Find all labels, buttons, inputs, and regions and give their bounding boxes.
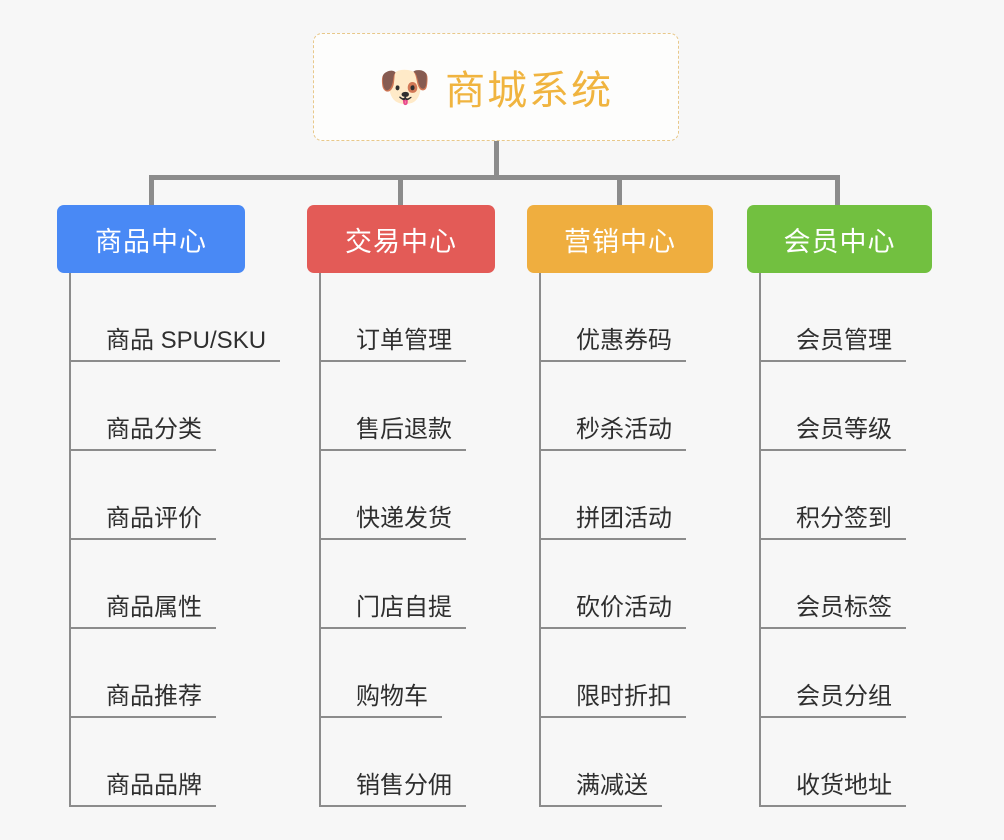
leaf-item[interactable]: 销售分佣 bbox=[319, 718, 466, 807]
branch-header-label: 会员中心 bbox=[783, 226, 896, 257]
branch-header-3[interactable]: 营销中心 bbox=[527, 205, 713, 273]
leaf-item-label: 商品属性 bbox=[71, 594, 216, 629]
leaf-item-label: 售后退款 bbox=[321, 416, 466, 451]
connector-root-stem bbox=[494, 141, 499, 178]
root-title: 商城系统 bbox=[445, 69, 614, 113]
leaf-list-3: 优惠券码 秒杀活动 拼团活动 砍价活动 限时折扣 满减送 bbox=[539, 273, 686, 807]
leaf-item[interactable]: 秒杀活动 bbox=[539, 362, 686, 451]
leaf-list-4: 会员管理 会员等级 积分签到 会员标签 会员分组 收货地址 bbox=[759, 273, 906, 807]
leaf-item[interactable]: 会员管理 bbox=[759, 273, 906, 362]
leaf-item[interactable]: 售后退款 bbox=[319, 362, 466, 451]
leaf-item[interactable]: 限时折扣 bbox=[539, 629, 686, 718]
leaf-item-label: 优惠券码 bbox=[541, 327, 686, 362]
branch-header-2[interactable]: 交易中心 bbox=[307, 205, 495, 273]
leaf-item[interactable]: 会员分组 bbox=[759, 629, 906, 718]
leaf-item-label: 积分签到 bbox=[761, 505, 906, 540]
leaf-item[interactable]: 会员等级 bbox=[759, 362, 906, 451]
leaf-item[interactable]: 订单管理 bbox=[319, 273, 466, 362]
branch-header-label: 营销中心 bbox=[564, 226, 676, 257]
leaf-item[interactable]: 购物车 bbox=[319, 629, 466, 718]
leaf-item[interactable]: 商品分类 bbox=[69, 362, 280, 451]
connector-drop-2 bbox=[398, 175, 403, 205]
leaf-item[interactable]: 商品推荐 bbox=[69, 629, 280, 718]
connector-drop-3 bbox=[617, 175, 622, 205]
leaf-item-label: 购物车 bbox=[321, 683, 442, 718]
leaf-item-label: 限时折扣 bbox=[541, 683, 686, 718]
leaf-item-label: 商品品牌 bbox=[71, 772, 216, 807]
leaf-item[interactable]: 商品评价 bbox=[69, 451, 280, 540]
leaf-item-label: 快递发货 bbox=[321, 505, 466, 540]
leaf-item[interactable]: 会员标签 bbox=[759, 540, 906, 629]
leaf-item[interactable]: 优惠券码 bbox=[539, 273, 686, 362]
leaf-list-1: 商品 SPU/SKU 商品分类 商品评价 商品属性 商品推荐 商品品牌 bbox=[69, 273, 281, 807]
leaf-item-label: 商品推荐 bbox=[71, 683, 216, 718]
leaf-item-label: 会员标签 bbox=[761, 594, 906, 629]
leaf-item-label: 会员分组 bbox=[761, 683, 906, 718]
connector-drop-1 bbox=[149, 175, 154, 205]
leaf-item[interactable]: 满减送 bbox=[539, 718, 686, 807]
leaf-item-label: 订单管理 bbox=[321, 327, 466, 362]
connector-drop-4 bbox=[835, 175, 840, 205]
leaf-item[interactable]: 商品属性 bbox=[69, 540, 280, 629]
connector-horizontal-bus bbox=[150, 175, 840, 180]
leaf-item-label: 商品 SPU/SKU bbox=[71, 327, 281, 362]
branch-header-1[interactable]: 商品中心 bbox=[57, 205, 245, 273]
leaf-item-label: 秒杀活动 bbox=[541, 416, 686, 451]
leaf-item[interactable]: 积分签到 bbox=[759, 451, 906, 540]
leaf-item-label: 商品分类 bbox=[71, 416, 216, 451]
branch-header-label: 交易中心 bbox=[345, 226, 457, 257]
leaf-item-label: 门店自提 bbox=[321, 594, 466, 629]
leaf-item[interactable]: 收货地址 bbox=[759, 718, 906, 807]
dog-face-icon: 🐶 bbox=[378, 63, 432, 110]
leaf-item-label: 收货地址 bbox=[761, 772, 906, 807]
leaf-list-2: 订单管理 售后退款 快递发货 门店自提 购物车 销售分佣 bbox=[319, 273, 466, 807]
leaf-item-label: 砍价活动 bbox=[541, 594, 686, 629]
leaf-item[interactable]: 砍价活动 bbox=[539, 540, 686, 629]
leaf-item[interactable]: 快递发货 bbox=[319, 451, 466, 540]
branch-header-4[interactable]: 会员中心 bbox=[747, 205, 932, 273]
leaf-item[interactable]: 拼团活动 bbox=[539, 451, 686, 540]
leaf-item-label: 满减送 bbox=[541, 772, 662, 807]
branch-header-label: 商品中心 bbox=[95, 226, 207, 257]
leaf-item-label: 销售分佣 bbox=[321, 772, 466, 807]
leaf-item[interactable]: 门店自提 bbox=[319, 540, 466, 629]
leaf-item-label: 拼团活动 bbox=[541, 505, 686, 540]
leaf-item[interactable]: 商品品牌 bbox=[69, 718, 280, 807]
root-node[interactable]: 🐶 商城系统 bbox=[313, 33, 679, 141]
leaf-item-label: 会员管理 bbox=[761, 327, 906, 362]
leaf-item-label: 商品评价 bbox=[71, 505, 216, 540]
leaf-item[interactable]: 商品 SPU/SKU bbox=[69, 273, 281, 362]
leaf-item-label: 会员等级 bbox=[761, 416, 906, 451]
